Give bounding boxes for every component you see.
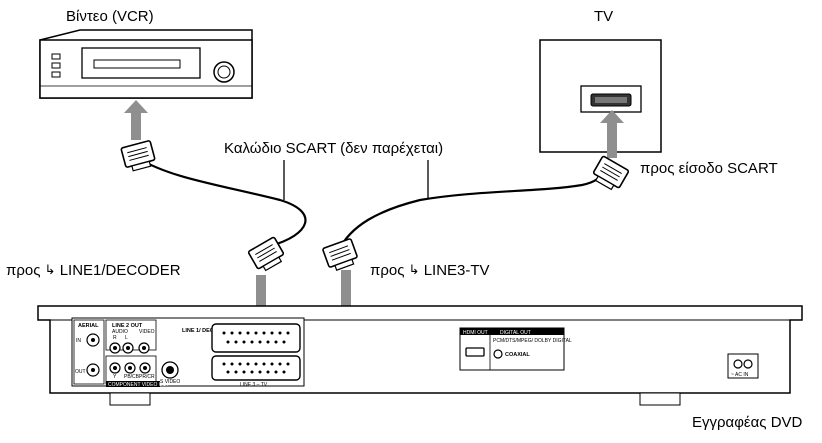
recorder-label: Εγγραφέας DVD xyxy=(692,414,803,431)
comp-y-label: Y xyxy=(113,374,117,380)
scart-input-label: προς είσοδο SCART xyxy=(640,160,778,177)
audio-r-label: R xyxy=(113,335,117,341)
line1-connection-label: προς ↳ LINE1/DECODER xyxy=(6,262,181,279)
line1-decoder-label: LINE 1/ DECODER xyxy=(182,328,230,334)
line3-name: LINE3-TV xyxy=(423,262,490,279)
video-label: VIDEO xyxy=(139,329,155,335)
coaxial-label: COAXIAL xyxy=(505,352,530,358)
line1-pins xyxy=(222,331,290,344)
s-video-label: S VIDEO xyxy=(160,379,180,385)
digital-sub-label: PCM/DTS/MPEG/ DOLBY DIGITAL xyxy=(493,338,572,344)
component-out-label: COMPONENT VIDEO OUT xyxy=(108,382,169,388)
input-arrow-icon: ↳ xyxy=(408,262,420,277)
comp-pb-label: PB/CB xyxy=(124,374,140,380)
ac-in-label: ~ AC IN xyxy=(731,372,749,378)
audio-l-label: L xyxy=(125,335,128,341)
aerial-out-label: OUT xyxy=(75,369,86,375)
input-arrow-icon: ↳ xyxy=(44,262,56,277)
line2-out-label: LINE 2 OUT xyxy=(112,323,143,329)
line1-prefix: προς xyxy=(6,262,41,279)
digital-out-label: DIGITAL OUT xyxy=(500,330,531,336)
scart-plug-icon xyxy=(120,139,158,174)
tv-label: TV xyxy=(594,8,614,25)
line3-pins xyxy=(222,362,290,374)
scart-plug-icon xyxy=(321,237,361,274)
line3-connection-label: προς ↳ LINE3-TV xyxy=(370,262,490,279)
cable-label: Καλώδιο SCART (δεν παρέχεται) xyxy=(224,140,444,157)
hdmi-out-label: HDMI OUT xyxy=(463,330,488,336)
aerial-in-label: IN xyxy=(76,338,81,344)
tv-device xyxy=(539,39,662,153)
dvd-recorder-device: AERIAL IN OUT LINE 2 OUT AUDIO VIDEO R L… xyxy=(37,305,803,406)
scart-plug-icon xyxy=(589,155,630,194)
audio-label: AUDIO xyxy=(112,329,128,335)
line3-tv-label: LINE 3 – TV xyxy=(240,382,268,388)
vcr-device xyxy=(39,29,253,99)
line3-prefix: προς xyxy=(370,262,405,279)
aerial-label: AERIAL xyxy=(78,323,99,329)
line1-name: LINE1/DECODER xyxy=(59,262,181,279)
vcr-label: Βίντεο (VCR) xyxy=(66,8,154,25)
comp-pr-label: PR/CR xyxy=(139,374,155,380)
